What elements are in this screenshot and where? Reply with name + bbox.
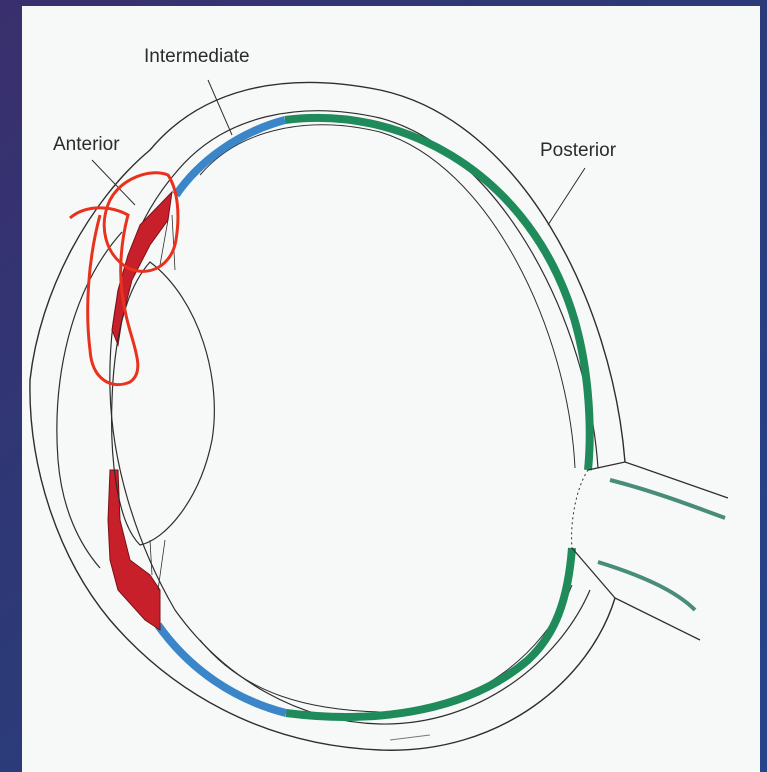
scan-mark (390, 735, 430, 740)
intermediate-leader-line (208, 80, 232, 135)
posterior-leader-line (548, 168, 585, 225)
optic-nerve-outline (572, 462, 728, 640)
anterior-label: Anterior (53, 134, 120, 156)
iris-lower (108, 470, 160, 630)
intermediate-label: Intermediate (144, 46, 250, 68)
posterior-label: Posterior (540, 140, 616, 162)
lens-outline (112, 262, 215, 545)
sclera-inner-outline (110, 111, 598, 724)
optic-nerve-sheath (598, 480, 725, 610)
choroid-posterior (285, 118, 590, 470)
ciliary-body-lower (158, 625, 286, 713)
optic-disc (572, 470, 588, 548)
choroid-posterior-lower (286, 548, 572, 717)
anterior-leader-line (92, 160, 135, 205)
